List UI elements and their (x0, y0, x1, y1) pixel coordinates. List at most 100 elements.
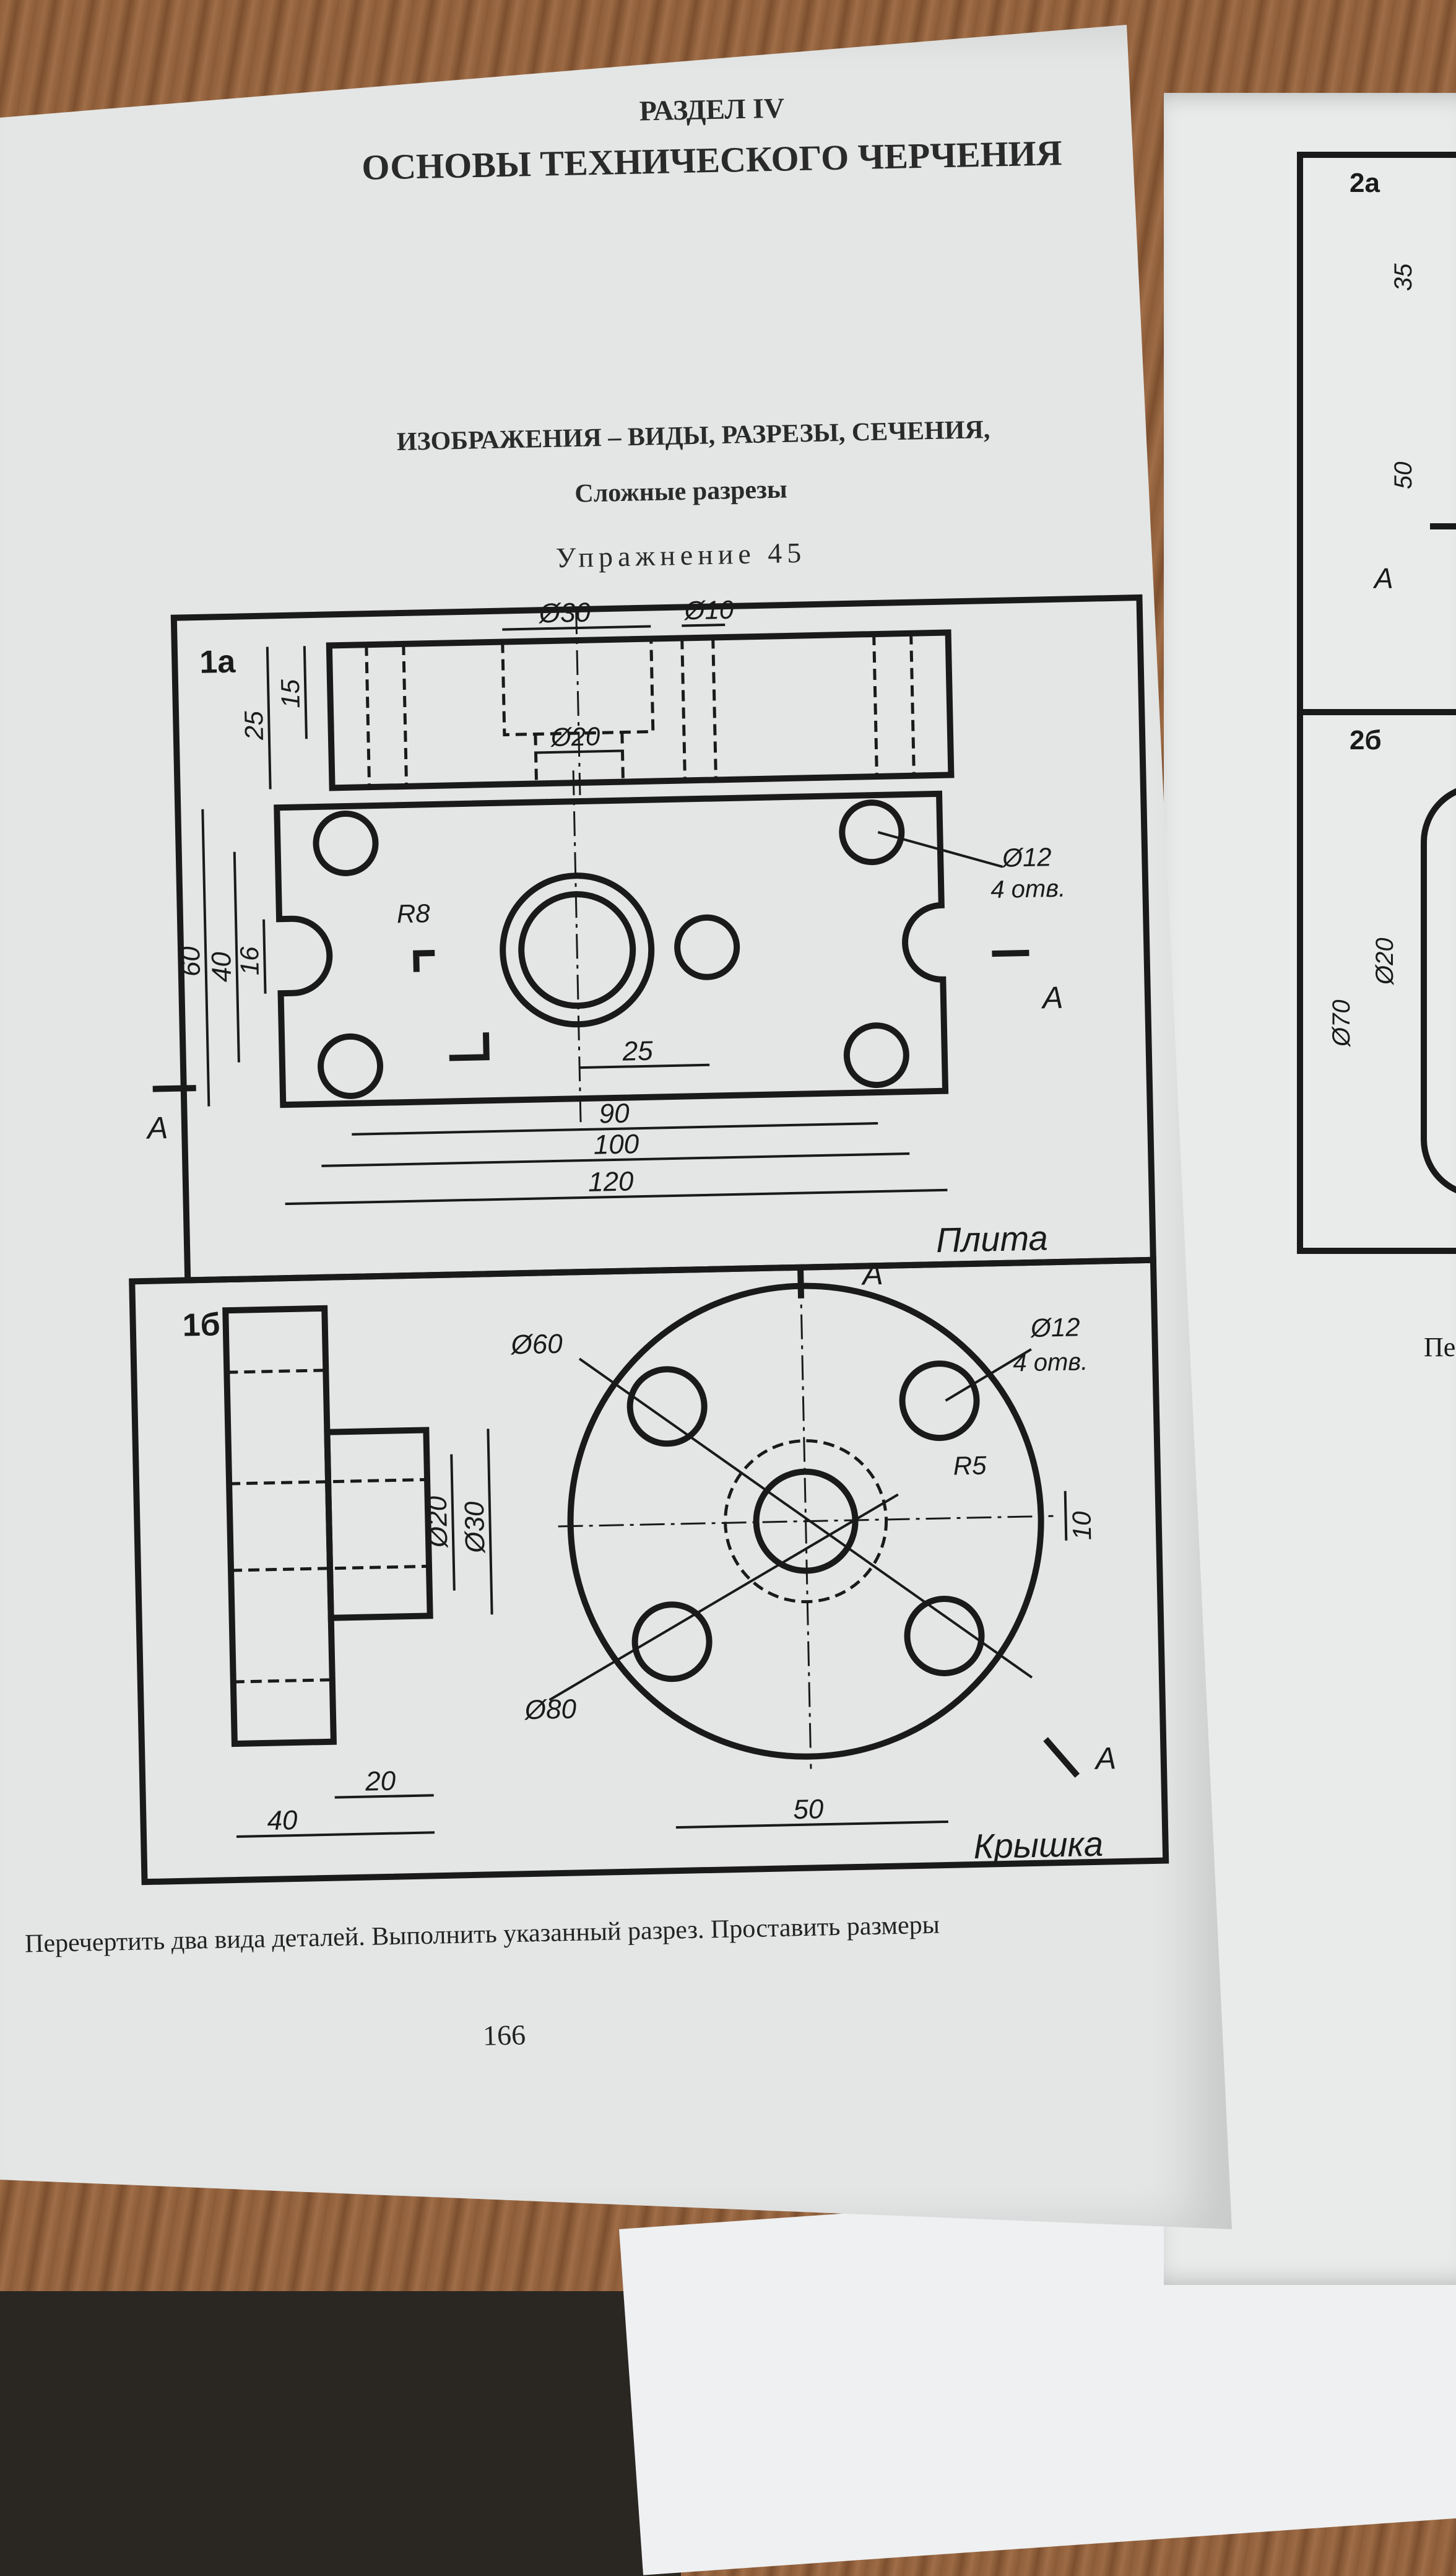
section-a-right: A (1040, 980, 1064, 1016)
frame-1a (170, 594, 1156, 1284)
dim-line (579, 1063, 710, 1069)
dim-d60-1b: Ø60 (509, 1329, 563, 1360)
dim-line (321, 1152, 910, 1167)
label-1b: 1б (182, 1307, 220, 1343)
dim-line (352, 1122, 878, 1136)
holes-note-1a: 4 отв. (990, 875, 1066, 904)
cover-hub-side (324, 1427, 433, 1621)
corner-hole-br (843, 1022, 909, 1089)
part-name-cover: Крышка (973, 1824, 1104, 1866)
dim-d20-1a: Ø20 (549, 721, 600, 752)
dim-35: 35 (1390, 263, 1417, 291)
dim-40-1b: 40 (267, 1805, 298, 1836)
dim-line (233, 851, 240, 1063)
section-title: ОСНОВЫ ТЕХНИЧЕСКОГО ЧЕРЧЕНИЯ (361, 133, 1063, 188)
center-line (799, 1273, 812, 1769)
hidden-line (620, 732, 625, 782)
dim-120-1a: 120 (588, 1166, 635, 1198)
section-a-left: A (145, 1110, 168, 1146)
dim-d12-1b: Ø12 (1029, 1312, 1080, 1342)
bolt-hole-bl (631, 1601, 713, 1682)
dim-d70: Ø70 (1328, 999, 1355, 1048)
leader-line (578, 1357, 1033, 1679)
dim-line (201, 809, 210, 1107)
part-name-plate: Плита (935, 1218, 1048, 1260)
hidden-line (229, 1477, 428, 1486)
page-number: 166 (482, 2019, 526, 2052)
dim-line (535, 749, 623, 754)
dim-line (675, 1820, 948, 1829)
right-caption: Пе (1424, 1332, 1455, 1362)
hidden-line (909, 633, 916, 776)
section-arrow-right (992, 949, 1029, 957)
dim-line (262, 919, 267, 994)
chapter-title: ИЗОБРАЖЕНИЯ – ВИДЫ, РАЗРЕЗЫ, СЕЧЕНИЯ, (396, 415, 990, 457)
dim-line (487, 1429, 493, 1615)
hidden-line (230, 1564, 430, 1572)
dim-10-1b: 10 (1067, 1510, 1096, 1540)
exercise-drawing: 1а 1б Ø30 Ø10 Ø20 25 15 R (129, 594, 1169, 1886)
bolt-hole-tl (626, 1366, 708, 1447)
dim-90-1a: 90 (599, 1098, 630, 1129)
section-arrow-left (152, 1085, 196, 1092)
right-page-drawings: 2а 35 50 A 2б Ø70 Ø20 Пе (1297, 152, 1456, 1362)
floor-shadow (0, 2291, 681, 2576)
dim-50: 50 (1390, 462, 1417, 490)
dim-line (450, 1454, 456, 1591)
hidden-line (680, 638, 687, 781)
dim-25-1a: 25 (239, 710, 269, 741)
frame-2a (1297, 152, 1456, 715)
section-a-2a: A (1372, 562, 1393, 594)
dim-r8-1a: R8 (396, 899, 430, 928)
section-mark-bottom (1043, 1737, 1080, 1778)
dim-d10-1a: Ø10 (683, 595, 734, 625)
dim-line (502, 625, 651, 631)
hidden-line (711, 637, 717, 780)
section-mark-top (797, 1267, 805, 1299)
hidden-line (872, 633, 878, 777)
dim-r5-1b: R5 (953, 1450, 987, 1480)
center-line (572, 770, 582, 1130)
dim-d30-1b: Ø30 (459, 1501, 491, 1555)
dim-line (334, 1794, 434, 1799)
holes-note-1b: 4 отв. (1013, 1348, 1088, 1377)
dim-50-1b: 50 (793, 1794, 824, 1825)
dim-line (303, 646, 308, 739)
dim-25-plan: 25 (622, 1036, 653, 1067)
dim-line (236, 1831, 435, 1838)
hidden-line (233, 1678, 332, 1684)
label-2a: 2а (1350, 168, 1380, 198)
section-cut-mark (413, 949, 435, 972)
dim-line (1064, 1490, 1068, 1541)
dim-40-1a: 40 (206, 951, 237, 982)
dim-line (266, 646, 272, 790)
leader-line (945, 1348, 1032, 1402)
label-2b: 2б (1350, 725, 1382, 755)
plate-front-view (326, 629, 955, 791)
dim-60-1a: 60 (175, 946, 206, 977)
dim-d20-1b: Ø20 (422, 1495, 454, 1549)
dim-d80-1b: Ø80 (523, 1694, 577, 1725)
part-outline-2b (1421, 788, 1456, 1194)
corner-hole-bl (318, 1033, 384, 1099)
bolt-hole-br (904, 1595, 985, 1676)
cover-flange-side (222, 1305, 337, 1747)
frame-2b (1297, 709, 1456, 1254)
leader-line (548, 1493, 899, 1702)
section-a-bottom: A (1093, 1741, 1117, 1776)
corner-hole-tr (839, 799, 905, 866)
hidden-line (227, 1368, 326, 1374)
exercise-title: Упражнение 45 (555, 536, 807, 574)
label-1a: 1а (199, 644, 236, 681)
dim-100-1a: 100 (593, 1129, 639, 1160)
left-page: РАЗДЕЛ IV ОСНОВЫ ТЕХНИЧЕСКОГО ЧЕРЧЕНИЯ И… (0, 25, 1232, 2229)
dim-15-1a: 15 (275, 679, 305, 708)
plate-plan-view (274, 790, 949, 1108)
section-number: РАЗДЕЛ IV (639, 92, 785, 127)
subchapter-title: Сложные разрезы (574, 475, 788, 508)
section-a-top: A (860, 1256, 884, 1292)
leader-line (877, 831, 1003, 868)
frame-1b (129, 1256, 1169, 1886)
bolt-hole-tr (899, 1360, 980, 1442)
hidden-line (402, 643, 409, 786)
